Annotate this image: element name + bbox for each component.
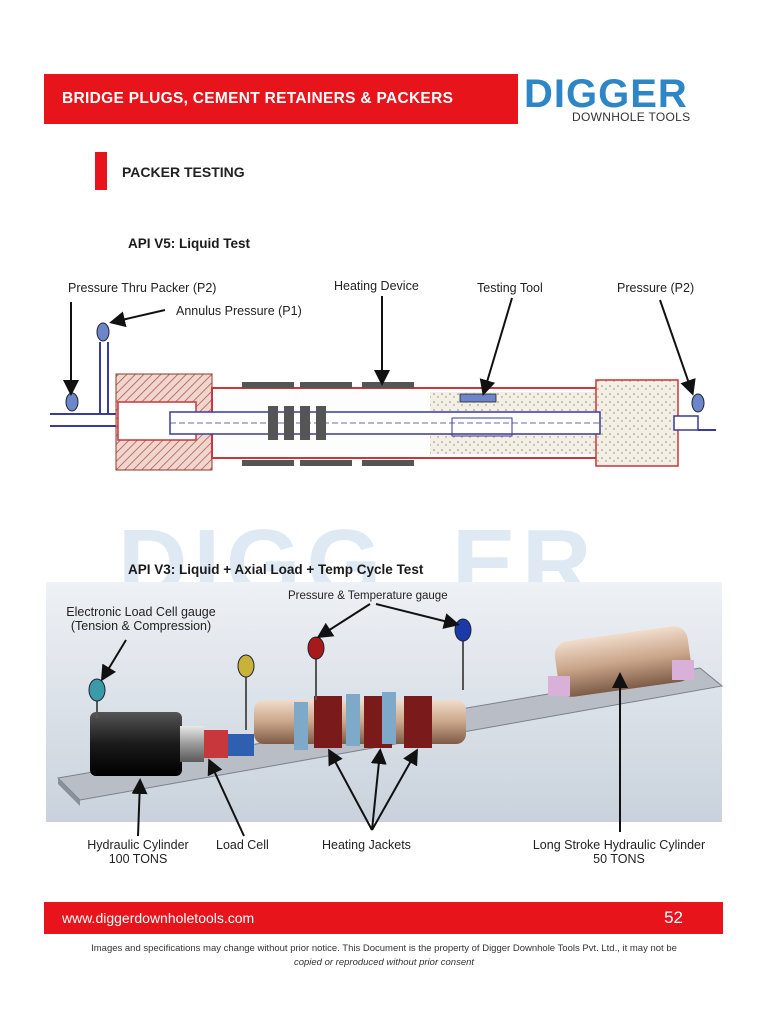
logo-subtitle: DOWNHOLE TOOLS <box>572 110 691 124</box>
disclaimer: Images and specifications may change wit… <box>91 943 677 968</box>
label-heating-jackets: Heating Jackets <box>322 838 411 852</box>
label-pt-gauge: Pressure & Temperature gauge <box>288 590 448 602</box>
label-long-stroke-cylinder: Long Stroke Hydraulic Cylinder 50 TONS <box>532 838 706 866</box>
label-pressure-p2: Pressure (P2) <box>617 281 695 295</box>
axial-load-test-rig <box>46 582 724 837</box>
logo-wordmark: DIGGER <box>524 72 688 116</box>
label-testing-tool: Testing Tool <box>477 281 543 295</box>
header-title: BRIDGE PLUGS, CEMENT RETAINERS & PACKERS <box>62 90 454 107</box>
company-logo: DIGGER DOWNHOLE TOOLS <box>520 72 720 126</box>
page-number: 52 <box>664 908 683 927</box>
label-load-cell: Load Cell <box>216 838 269 852</box>
header-bar: BRIDGE PLUGS, CEMENT RETAINERS & PACKERS <box>44 74 518 124</box>
label-load-cell-gauge: Electronic Load Cell gauge (Tension & Co… <box>66 605 216 633</box>
liquid-test-diagram <box>50 296 716 471</box>
label-annulus-pressure: Annulus Pressure (P1) <box>176 304 302 318</box>
label-pressure-thru-packer: Pressure Thru Packer (P2) <box>68 281 217 295</box>
test2-title: API V3: Liquid + Axial Load + Temp Cycle… <box>128 562 424 577</box>
test1-title: API V5: Liquid Test <box>128 236 251 251</box>
section-title: PACKER TESTING <box>122 164 245 180</box>
label-hydraulic-cylinder: Hydraulic Cylinder 100 TONS <box>87 838 189 866</box>
website-link[interactable]: www.diggerdownholetools.com <box>62 910 255 926</box>
section-marker <box>95 152 107 190</box>
label-heating-device: Heating Device <box>334 279 419 293</box>
footer-bar: www.diggerdownholetools.com 52 <box>44 902 723 934</box>
